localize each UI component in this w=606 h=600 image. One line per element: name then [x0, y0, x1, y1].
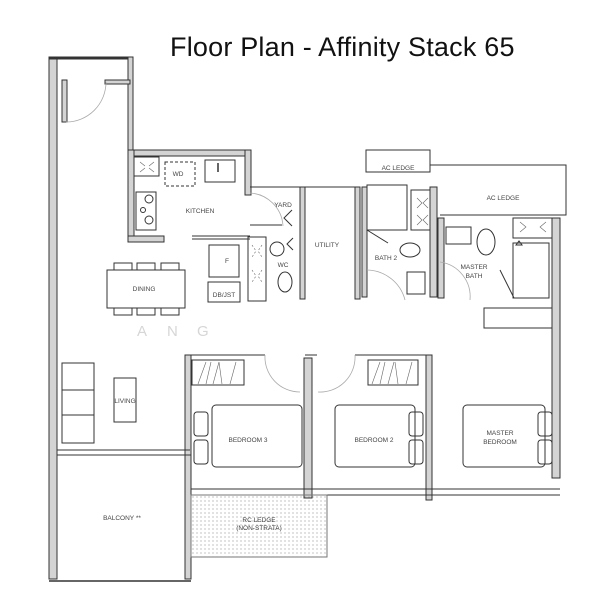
- label-bedroom3: BEDROOM 3: [228, 437, 267, 444]
- entrance-door: [65, 81, 107, 123]
- watermark-letter: G: [197, 323, 209, 340]
- kitchen-block: [127, 149, 252, 243]
- label-wd: WD: [173, 171, 184, 178]
- label-fridge: F: [225, 258, 229, 265]
- watermark-letter: A: [137, 323, 147, 340]
- label-living: LIVING: [114, 398, 135, 405]
- label-utility: UTILITY: [315, 242, 340, 249]
- service-block: [207, 186, 361, 303]
- label-rc-ledge-2: (NON-STRATA): [236, 525, 282, 532]
- living-dining-furniture: [61, 262, 186, 444]
- label-ac-ledge-2: AC LEDGE: [487, 195, 521, 202]
- label-wc: WC: [278, 262, 289, 269]
- master-bath-block: [429, 164, 567, 479]
- rc-ledge: [190, 494, 328, 558]
- label-master-bedroom: MASTER: [486, 430, 513, 437]
- label-rc-ledge: RC LEDGE: [242, 517, 276, 524]
- watermark-letter: N: [167, 323, 178, 340]
- label-balcony: BALCONY **: [103, 515, 141, 522]
- label-ac-ledge-1: AC LEDGE: [382, 165, 416, 172]
- label-master-bath: MASTER: [460, 264, 487, 271]
- exterior-walls: [48, 56, 134, 580]
- bath2-block: [361, 149, 438, 301]
- page-title: Floor Plan - Affinity Stack 65: [170, 32, 515, 62]
- label-master-bath-2: BATH: [466, 273, 483, 280]
- bedrooms-block: [184, 354, 560, 504]
- label-kitchen: KITCHEN: [186, 208, 215, 215]
- label-dining: DINING: [133, 286, 156, 293]
- balcony-block: [49, 449, 328, 582]
- label-bath2: BATH 2: [375, 255, 398, 262]
- label-master-bedroom-2: BEDROOM: [483, 439, 517, 446]
- label-yard: YARD: [274, 202, 292, 209]
- label-dbjst: DB/JST: [213, 292, 235, 299]
- label-bedroom2: BEDROOM 2: [354, 437, 393, 444]
